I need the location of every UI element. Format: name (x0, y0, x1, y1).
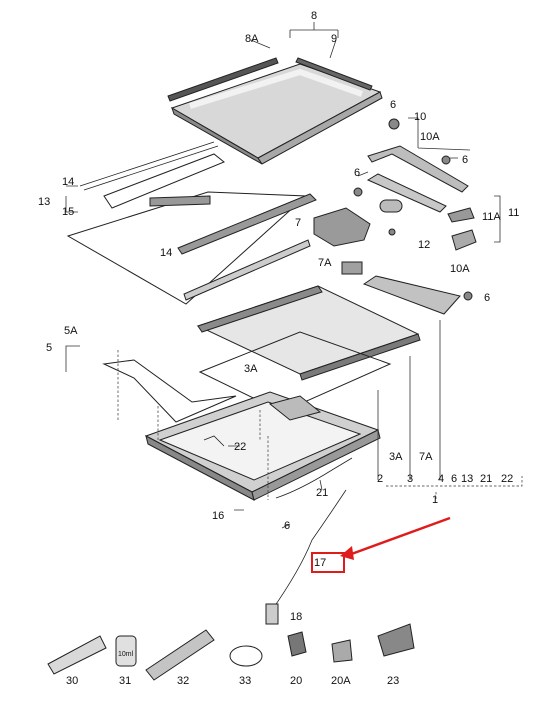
tube-text: 10ml (118, 651, 134, 658)
label-22: 22 (234, 441, 246, 453)
label-12: 12 (418, 239, 430, 251)
label-15: 15 (62, 206, 74, 218)
leader-lines (65, 22, 523, 529)
label-7: 7 (295, 217, 301, 229)
label-14-b: 14 (160, 247, 172, 259)
label-5: 5 (46, 342, 52, 354)
label-30: 30 (66, 675, 78, 687)
label-11a: 11A (482, 211, 501, 223)
label-7a-b: 7A (419, 451, 433, 463)
label-7a: 7A (318, 257, 332, 269)
label-31: 31 (119, 675, 131, 687)
highlight-arrow (311, 516, 451, 573)
label-6-b: 6 (462, 154, 468, 166)
label-21: 21 (316, 487, 328, 499)
label-5a: 5A (64, 325, 78, 337)
label-23: 23 (387, 675, 399, 687)
label-32: 32 (177, 675, 189, 687)
label-21-b: 21 (480, 473, 492, 485)
frame-seal-assembly (66, 141, 317, 305)
label-8a: 8A (245, 33, 259, 45)
label-10a: 10A (420, 131, 440, 143)
label-8: 8 (311, 10, 317, 22)
drain-hose-17 (265, 457, 353, 625)
label-11: 11 (508, 207, 519, 219)
glass-panel-assembly (167, 57, 383, 165)
label-6-f: 6 (284, 520, 290, 532)
label-20: 20 (290, 675, 302, 687)
label-14-a: 14 (62, 176, 74, 188)
label-13-b: 13 (461, 473, 473, 485)
label-3: 3 (407, 473, 413, 485)
label-6-c: 6 (354, 167, 360, 179)
label-18: 18 (290, 611, 302, 623)
label-4: 4 (438, 473, 444, 485)
screw-6-upper (353, 118, 473, 301)
label-16: 16 (212, 510, 224, 522)
label-22-b: 22 (501, 473, 513, 485)
label-17: 17 (314, 557, 326, 569)
label-10: 10 (414, 111, 426, 123)
label-10a-b: 10A (450, 263, 470, 275)
main-frame (102, 285, 421, 501)
label-13: 13 (38, 196, 50, 208)
callout-labels: 8 8A 9 6 10 10A 6 6 7 11A 11 12 10A 13 1… (38, 10, 519, 687)
label-33: 33 (239, 675, 251, 687)
label-1: 1 (432, 494, 438, 506)
label-2: 2 (377, 473, 383, 485)
label-3a: 3A (244, 363, 258, 375)
label-9: 9 (331, 33, 337, 45)
label-6-e: 6 (451, 473, 457, 485)
guide-rails-assembly (313, 145, 477, 315)
label-20a: 20A (331, 675, 351, 687)
label-6-d: 6 (484, 292, 490, 304)
label-6-a: 6 (390, 99, 396, 111)
small-parts-row: 10ml (47, 623, 415, 681)
label-3a-b: 3A (389, 451, 403, 463)
